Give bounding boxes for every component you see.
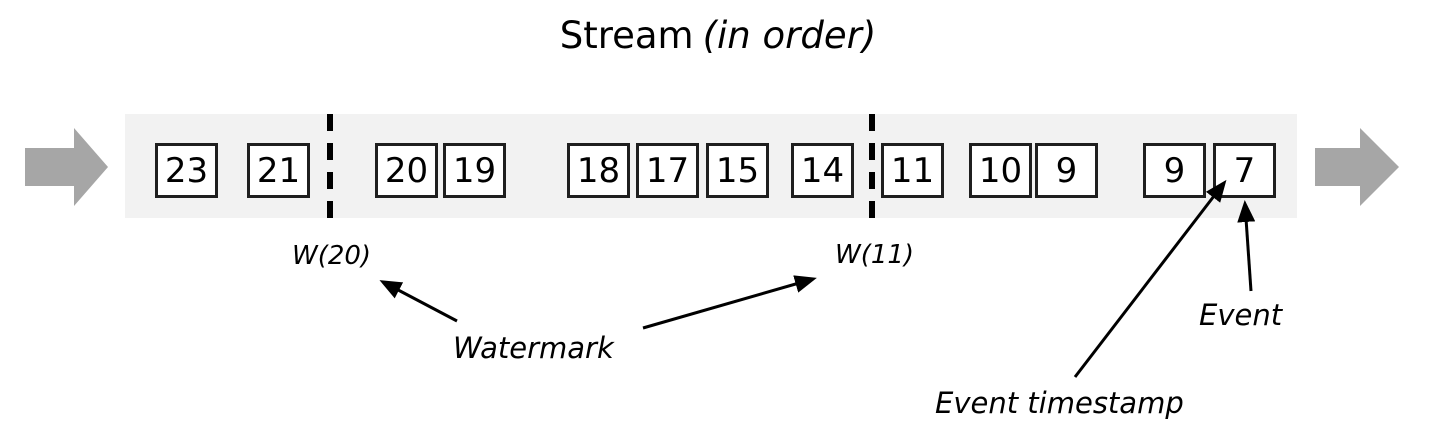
stream-inflow-arrow-icon [25, 128, 108, 206]
watermark-pointer-right-arrow [642, 275, 817, 330]
event-box: 14 [791, 143, 854, 198]
event-box: 10 [969, 143, 1032, 198]
watermark-annotation-label: Watermark [453, 331, 614, 365]
watermark-value-label: W(20) [292, 241, 372, 271]
watermark-value-label: W(11) [835, 240, 915, 270]
event-box: 18 [567, 143, 630, 198]
event-box: 7 [1213, 143, 1276, 198]
event-box: 19 [443, 143, 506, 198]
event-box: 11 [881, 143, 944, 198]
event-box: 9 [1035, 143, 1098, 198]
watermark-pointer-left-arrow [379, 280, 458, 323]
event-box: 20 [375, 143, 438, 198]
event-timestamp-annotation-label: Event timestamp [935, 386, 1184, 420]
event-box: 9 [1143, 143, 1206, 198]
title-qualifier: (in order) [702, 14, 877, 57]
event-box: 23 [155, 143, 218, 198]
event-box: 17 [636, 143, 699, 198]
event-box: 15 [706, 143, 769, 198]
event-box: 21 [247, 143, 310, 198]
stream-outflow-arrow-icon [1315, 128, 1399, 206]
diagram-title: Stream(in order) [0, 14, 1436, 58]
title-main: Stream [559, 14, 694, 57]
event-annotation-label: Event [1199, 298, 1283, 332]
